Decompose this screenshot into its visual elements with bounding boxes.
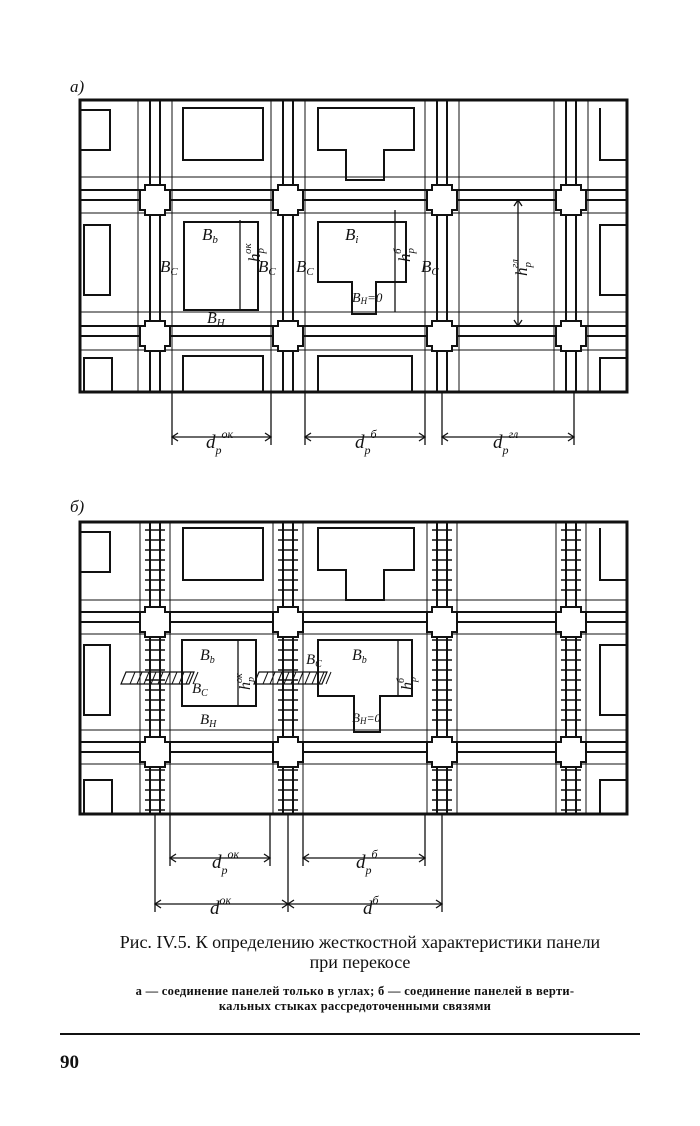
label-b-h-ok: hpок <box>234 673 257 690</box>
label-b-h-b: hpб <box>396 677 419 690</box>
dim-a-ok: dpок <box>206 427 234 457</box>
label-bc-2: BC <box>258 257 276 278</box>
figure-subcaption: а — соединение панелей только в углах; б… <box>70 984 640 1014</box>
dim-b-p-b: dpб <box>356 847 379 877</box>
label-bc-3: BC <box>296 257 314 278</box>
hatch-line <box>171 671 178 685</box>
dim-b-p-ok: dpок <box>212 847 240 877</box>
hatch-line <box>178 671 185 685</box>
panel-label-b: б) <box>70 497 85 516</box>
hatch-line <box>325 671 332 685</box>
hatched-tie <box>129 671 332 685</box>
panel-label-a: а) <box>70 77 85 96</box>
hatch-line <box>157 671 164 685</box>
label-bh0: BH=0 <box>352 290 383 306</box>
caption-sub-line-1: а — соединение панелей только в углах; б… <box>135 984 575 998</box>
hatch-line <box>304 671 311 685</box>
label-b-bc-1: BC <box>192 681 208 699</box>
label-h-gl: hpгл <box>509 259 534 276</box>
label-b-bc-2: BC <box>306 652 322 670</box>
label-bc-4: BC <box>421 257 439 278</box>
footer-rule <box>60 1033 640 1035</box>
dim-b-b: dб <box>363 893 380 919</box>
figure-caption: Рис. IV.5. К определению жесткостной хар… <box>60 932 660 972</box>
hatch-line <box>318 671 325 685</box>
hatch-line <box>297 671 304 685</box>
label-bb: Bb <box>202 225 218 246</box>
hatch-line <box>283 671 290 685</box>
vertical-joint-ties <box>145 529 581 811</box>
caption-title-line-2: при перекосе <box>309 952 411 972</box>
caption-sub-line-2: кальных стыках рассредоточенными связями <box>218 999 492 1013</box>
label-bi: Bi <box>345 225 358 246</box>
page-number: 90 <box>60 1052 79 1073</box>
hatch-line <box>276 671 283 685</box>
hatch-line <box>290 671 297 685</box>
label-b-bb-2: Bb <box>352 647 367 666</box>
dim-b-ok: dок <box>210 893 232 919</box>
label-h-b: hpб <box>392 248 417 263</box>
hatch-line <box>164 671 171 685</box>
hatch-line <box>269 671 276 685</box>
dim-a-b: dpб <box>355 427 378 457</box>
label-bc-1: BC <box>160 257 178 278</box>
hatch-line <box>311 671 318 685</box>
hatch-line <box>129 671 136 685</box>
hatch-line <box>185 671 192 685</box>
label-b-bh: BH <box>200 712 217 730</box>
label-b-bb: Bb <box>200 647 215 666</box>
label-h-ok: hpок <box>242 243 267 263</box>
hatch-line <box>192 671 199 685</box>
hatch-line <box>136 671 143 685</box>
label-bh: BH <box>207 310 226 329</box>
figure-drawing: а) BC BC BC BC Bb Bi BH BH=0 hpок hpб hp… <box>70 77 629 919</box>
label-b-bh0: BH=0 <box>352 710 381 726</box>
figure-a-grid <box>78 98 629 445</box>
hatch-line <box>143 671 150 685</box>
hatch-line <box>150 671 157 685</box>
figure-b-grid <box>78 520 629 912</box>
dim-a-gl: dpгл <box>493 427 518 457</box>
caption-title-line-1: Рис. IV.5. К определению жесткостной хар… <box>119 932 601 952</box>
hatch-line <box>262 671 269 685</box>
